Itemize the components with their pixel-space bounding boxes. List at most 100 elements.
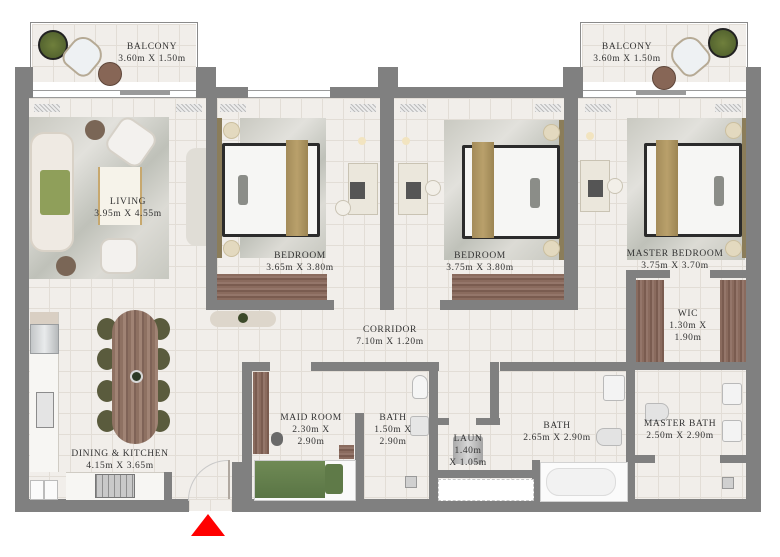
headboard <box>742 118 746 258</box>
wall-bedroom1-bedroom2 <box>380 98 394 310</box>
laundry-dims-2: X 1.05m <box>449 458 487 468</box>
bath-small-name: BATH <box>379 413 407 423</box>
wic-wardrobe-left <box>636 280 664 362</box>
balcony-right-dims: 3.60m X 1.50m <box>593 54 661 64</box>
shower-drain <box>722 477 734 489</box>
maid-room-dims-2: 2.90m <box>297 437 325 447</box>
ac-grill <box>350 104 376 112</box>
tv-console <box>186 148 206 246</box>
pillow-grey <box>714 176 724 206</box>
bed-throw <box>656 140 678 236</box>
bedroom1-label: BEDROOM 3.65m X 3.80m <box>266 250 333 274</box>
kitchen-tall-unit <box>30 312 58 324</box>
wall-bedroom2-bottom <box>440 300 564 310</box>
nightstand <box>725 240 742 257</box>
wall-bath-top <box>500 362 626 371</box>
bedroom1-dims: 3.65m X 3.80m <box>266 263 334 273</box>
wall-master-shower <box>635 455 655 463</box>
wall-laun-bath <box>490 362 499 422</box>
bathtub-basin <box>546 468 616 496</box>
wall-top-pier-3 <box>563 67 583 98</box>
window-bedroom-1 <box>248 90 330 98</box>
shower-drain <box>405 476 417 488</box>
bedroom2-dims: 3.75m X 3.80m <box>446 263 514 273</box>
ac-grill <box>34 104 60 112</box>
wall-right <box>746 67 761 512</box>
desk <box>398 163 428 215</box>
maid-room-name: MAID ROOM <box>280 413 342 423</box>
entrance-arrow-icon <box>191 514 225 536</box>
wall-maid-top-right <box>311 362 439 371</box>
wall-door-jamb <box>232 462 242 502</box>
toilet <box>412 375 428 399</box>
balcony-right-outline <box>580 22 748 85</box>
maid-bed-cover <box>255 461 325 498</box>
wall-master-bottom-right <box>710 270 746 278</box>
maid-side-table <box>339 445 354 459</box>
wall-top-right-stub <box>746 67 761 98</box>
vanity-sink <box>722 420 742 442</box>
ac-grill <box>535 104 561 112</box>
desk-stool <box>425 180 441 196</box>
toilet <box>596 428 622 446</box>
balcony-left-name: BALCONY <box>126 42 178 52</box>
window-glass-left <box>120 91 170 95</box>
wall-top-left-stub <box>15 67 33 98</box>
vanity-sink <box>603 375 625 401</box>
nightstand <box>543 240 560 257</box>
nightstand <box>223 122 240 139</box>
wall-lamp <box>402 137 410 145</box>
bath-label: BATH 2.65m X 2.90m <box>523 420 590 444</box>
vanity-sink <box>722 383 742 405</box>
laundry-dims-1: 1.40m <box>454 446 482 456</box>
coffee-table <box>98 167 142 225</box>
laundry-label: LAUN 1.40m X 1.05m <box>449 433 486 469</box>
balcony-left-outline <box>30 22 198 85</box>
nightstand <box>725 122 742 139</box>
wic-name: WIC <box>677 309 699 319</box>
bedroom2-label: BEDROOM 3.75m X 3.80m <box>446 250 513 274</box>
desk-screen <box>350 182 365 199</box>
bath-name: BATH <box>543 421 571 431</box>
wall-top-seg-2 <box>330 87 580 98</box>
wall-wic-left <box>626 270 636 370</box>
cooktop <box>95 474 135 498</box>
bath-small-dims-1: 1.50m X <box>374 425 412 435</box>
side-table-right <box>652 66 676 90</box>
fridge <box>30 324 59 354</box>
plant-pot-right <box>708 28 738 58</box>
corridor-name: CORRIDOR <box>363 325 417 335</box>
wic-dims-2: 1.90m <box>674 333 702 343</box>
entrance-threshold <box>189 499 232 511</box>
wall-left <box>15 67 29 512</box>
laundry-name: LAUN <box>453 434 483 444</box>
laundry-storage <box>438 479 534 501</box>
sofa-throw <box>40 170 70 215</box>
desk-stool <box>335 200 351 216</box>
balcony-left-label: BALCONY 3.60m X 1.50m <box>118 41 185 65</box>
wall-maid-bath <box>355 413 364 501</box>
bed-throw <box>286 140 308 236</box>
wall-bath-master <box>626 370 635 502</box>
wall-master-bottom-left <box>626 270 670 278</box>
side-table-left <box>98 62 122 86</box>
wall-bottom-right <box>232 499 761 512</box>
wall-maid-left <box>242 362 252 502</box>
wall-laun-top-left <box>429 418 449 425</box>
wall-living-bedroom1 <box>206 98 217 308</box>
wall-laun-bottom <box>429 470 539 478</box>
wic-label: WIC 1.30m X 1.90m <box>669 308 706 344</box>
nightstand <box>543 124 560 141</box>
maid-room-label: MAID ROOM 2.30m X 2.90m <box>280 412 342 448</box>
living-dims: 3.95m X 4.55m <box>94 209 162 219</box>
wall-kitchen-counter <box>164 472 172 502</box>
nightstand <box>223 240 240 257</box>
vanity-sink <box>410 416 429 436</box>
wall-bedroom1-bottom <box>206 300 334 310</box>
maid-chair <box>271 432 283 446</box>
wall-lamp <box>358 137 366 145</box>
wall-maid-top-left <box>242 362 270 371</box>
ac-grill <box>400 104 426 112</box>
window-glass-right <box>636 91 686 95</box>
table-vase <box>130 370 143 383</box>
